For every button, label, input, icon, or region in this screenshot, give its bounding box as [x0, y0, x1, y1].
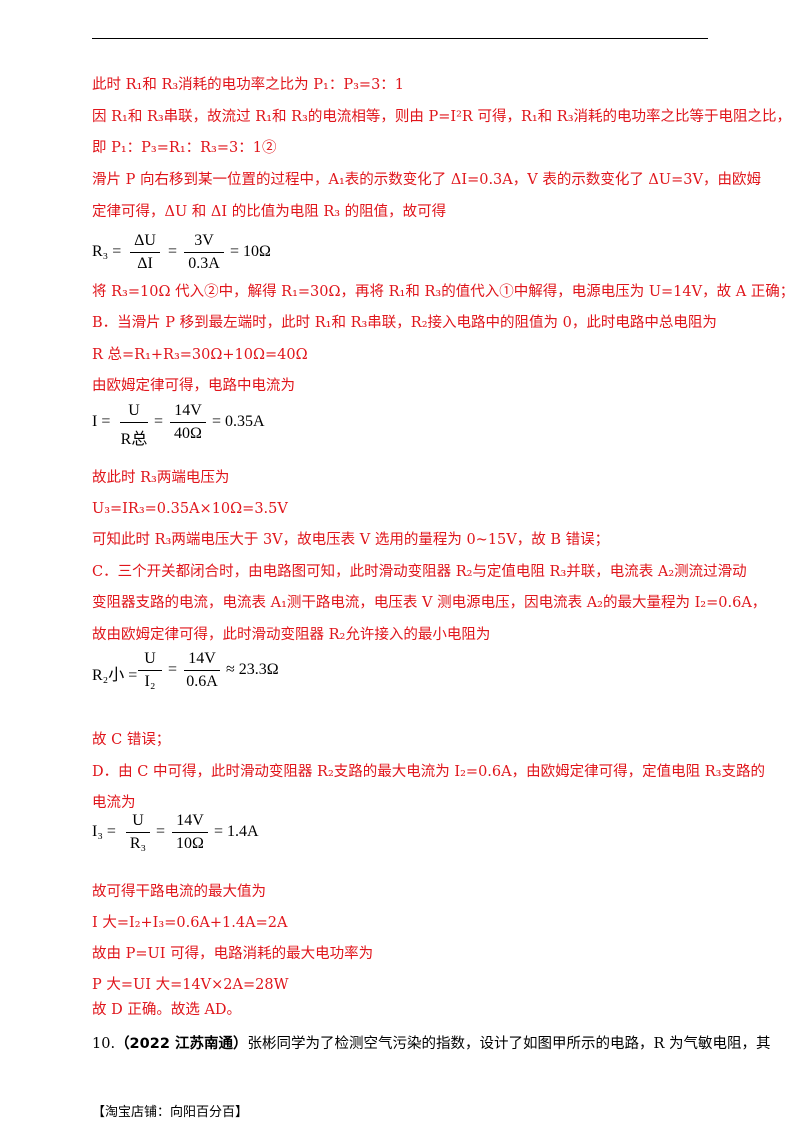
question-number: 10. [92, 1036, 116, 1052]
fraction: U R总 [120, 402, 148, 449]
numerator: 14V [176, 812, 204, 829]
text-line: 即 P₁：P₃=R₁：R₃=3：1② [92, 140, 277, 156]
text-line: 此时 R₁和 R₃消耗的电功率之比为 P₁：P₃=3：1 [92, 77, 405, 93]
eq-rhs: ≈ 23.3Ω [226, 661, 279, 678]
fraction: 3V 0.3A [184, 232, 224, 273]
fraction-bar [184, 252, 224, 253]
fraction-bar [126, 832, 150, 833]
text-line: P 大=UI 大=14V×2A=28W [92, 977, 289, 993]
text-line: 因 R₁和 R₃串联，故流过 R₁和 R₃的电流相等，则由 P=I²R 可得，R… [92, 109, 792, 125]
question-10: 10.（2022 江苏南通）张彬同学为了检测空气污染的指数，设计了如图甲所示的电… [92, 1032, 771, 1053]
question-source: （2022 江苏南通） [115, 1036, 248, 1052]
eq-rhs: = 10Ω [230, 243, 271, 260]
text-line: I 大=I₂+I₃=0.6A+1.4A=2A [92, 915, 288, 931]
denominator: 10Ω [176, 835, 204, 852]
fraction-bar [120, 422, 148, 423]
text-line: 变阻器支路的电流，电流表 A₁测干路电流，电压表 V 测电源电压，因电流表 A₂… [92, 595, 767, 611]
text-line: 由欧姆定律可得，电路中电流为 [92, 378, 295, 394]
eq-equals: = [154, 413, 164, 430]
equation-r3: R₃ = ΔU ΔI = 3V 0.3A = 10Ω [92, 232, 392, 272]
denominator: ΔI [137, 255, 153, 272]
fraction-bar [130, 252, 160, 253]
fraction-bar [138, 670, 162, 671]
text-line: B．当滑片 P 移到最左端时，此时 R₁和 R₃串联，R₂接入电路中的阻值为 0… [92, 315, 717, 331]
text-line: 故 C 错误； [92, 732, 171, 748]
equation-i3: I₃ = U R₃ = 14V 10Ω = 1.4A [92, 812, 392, 854]
question-text: 张彬同学为了检测空气污染的指数，设计了如图甲所示的电路，R 为气敏电阻，其 [247, 1036, 771, 1052]
denominator: 40Ω [174, 425, 202, 442]
equation-current: I = U R总 = 14V 40Ω = 0.35A [92, 402, 392, 448]
numerator: U [128, 402, 140, 419]
fraction: U R₃ [126, 812, 150, 853]
text-line: 故此时 R₃两端电压为 [92, 470, 230, 486]
denominator: R总 [120, 431, 148, 448]
numerator: 3V [194, 232, 214, 249]
eq-lhs: I = [92, 413, 111, 430]
fraction-bar [172, 832, 208, 833]
numerator: U [132, 812, 144, 829]
numerator: 14V [174, 402, 202, 419]
text-line: 定律可得，ΔU 和 ΔI 的比值为电阻 R₃ 的阻值，故可得 [92, 204, 447, 220]
text-line: 将 R₃=10Ω 代入②中，解得 R₁=30Ω，再将 R₁和 R₃的值代入①中解… [92, 284, 795, 300]
text-line: 电流为 [92, 795, 136, 811]
eq-equals: = [156, 823, 166, 840]
fraction-bar [184, 670, 220, 671]
text-line: 故可得干路电流的最大值为 [92, 884, 266, 900]
eq-equals: = [168, 243, 178, 260]
fraction: ΔU ΔI [130, 232, 160, 273]
eq-equals: = [168, 661, 178, 678]
eq-rhs: = 1.4A [214, 823, 259, 840]
fraction: U I₂ [138, 650, 162, 691]
header-rule [92, 38, 708, 39]
equation-r2-min: R₂小 = U I₂ = 14V 0.6A ≈ 23.3Ω [92, 650, 392, 692]
eq-lhs: R₃ = [92, 243, 122, 260]
footer-shop: 【淘宝店铺：向阳百分百】 [92, 1105, 249, 1120]
denominator: 0.3A [188, 255, 220, 272]
numerator: ΔU [134, 232, 156, 249]
text-line: 滑片 P 向右移到某一位置的过程中，A₁表的示数变化了 ΔI=0.3A，V 表的… [92, 172, 761, 188]
text-line: R 总=R₁+R₃=30Ω+10Ω=40Ω [92, 347, 308, 363]
denominator: I₂ [144, 673, 156, 690]
numerator: U [144, 650, 156, 667]
text-line: C．三个开关都闭合时，由电路图可知，此时滑动变阻器 R₂与定值电阻 R₃并联，电… [92, 564, 747, 580]
fraction: 14V 0.6A [184, 650, 220, 691]
text-line: 可知此时 R₃两端电压大于 3V，故电压表 V 选用的量程为 0~15V，故 B… [92, 532, 610, 548]
eq-lhs: R₂小 = [92, 667, 138, 684]
text-line: U₃=IR₃=0.35A×10Ω=3.5V [92, 501, 288, 517]
numerator: 14V [188, 650, 216, 667]
eq-lhs: I₃ = [92, 823, 116, 840]
fraction-bar [170, 422, 206, 423]
denominator: 0.6A [186, 673, 218, 690]
fraction: 14V 10Ω [172, 812, 208, 853]
text-line: D．由 C 中可得，此时滑动变阻器 R₂支路的最大电流为 I₂=0.6A，由欧姆… [92, 764, 765, 780]
text-line: 故由 P=UI 可得，电路消耗的最大电功率为 [92, 946, 374, 962]
text-line: 故 D 正确。故选 AD。 [92, 1002, 242, 1018]
fraction: 14V 40Ω [170, 402, 206, 443]
text-line: 故由欧姆定律可得，此时滑动变阻器 R₂允许接入的最小电阻为 [92, 627, 491, 643]
denominator: R₃ [129, 835, 147, 852]
eq-rhs: = 0.35A [212, 413, 265, 430]
